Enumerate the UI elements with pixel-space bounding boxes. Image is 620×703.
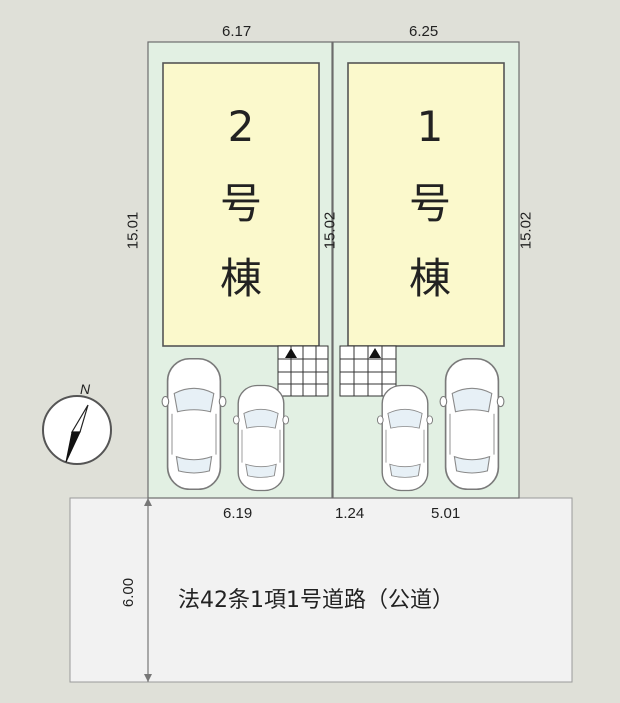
lot-1-depth-mid: 15.02 [321, 211, 339, 250]
road-label: 法42条1項1号道路（公道） [178, 588, 454, 613]
frontage-gap: 1.24 [335, 505, 365, 522]
building-2 [162, 62, 320, 347]
car-2b [232, 384, 290, 492]
entrance-steps-2 [277, 345, 329, 397]
lot-1-width-top: 6.25 [409, 23, 439, 40]
building-1-char-go: 号 [408, 179, 451, 228]
frontage-lot-1: 5.01 [431, 505, 461, 522]
car-1b [376, 384, 434, 492]
frontage-lot-2: 6.19 [223, 505, 253, 522]
building-1-char-to: 棟 [408, 254, 451, 303]
north-label: N [80, 381, 91, 397]
building-1 [347, 62, 505, 347]
lot-1-depth-right: 15.02 [517, 211, 535, 250]
lot-2-width-top: 6.17 [222, 23, 252, 40]
car-1a [439, 357, 505, 491]
car-2a [161, 357, 227, 491]
road-area [69, 497, 573, 683]
entrance-steps-1 [339, 345, 397, 397]
lot-2-depth: 15.01 [124, 211, 142, 250]
building-2-number: 2 [227, 102, 255, 151]
north-compass-icon [42, 395, 112, 465]
building-2-char-go: 号 [219, 179, 262, 228]
building-2-char-to: 棟 [219, 254, 262, 303]
road-width-label: 6.00 [120, 577, 138, 608]
building-1-number: 1 [416, 102, 444, 151]
